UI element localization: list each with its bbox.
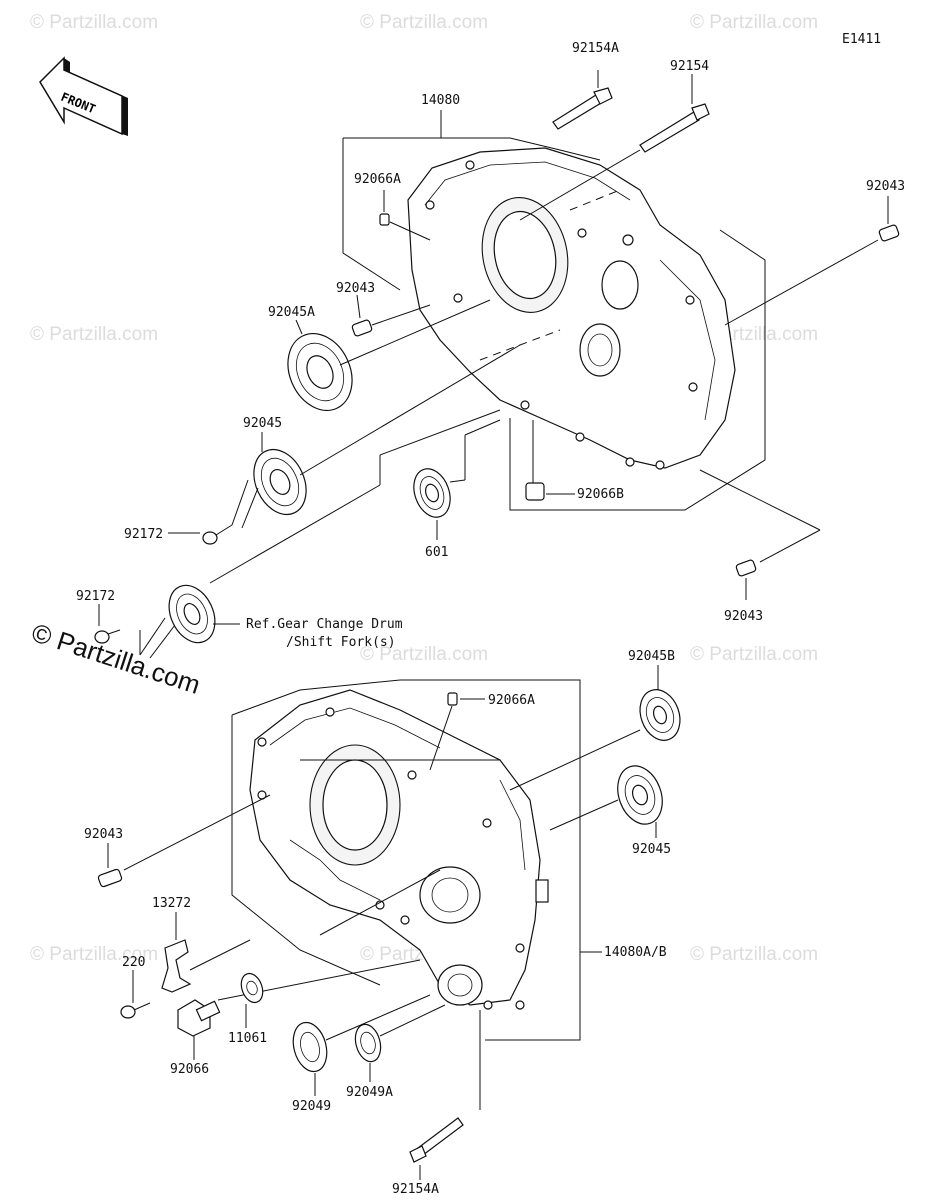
bearing-92045B bbox=[509, 665, 681, 791]
label-14080: 14080 bbox=[421, 93, 460, 108]
label-92154A-top: 92154A bbox=[572, 41, 619, 56]
bearing-92045A bbox=[287, 299, 491, 412]
label-92049: 92049 bbox=[292, 1099, 331, 1114]
bearing-92045-top bbox=[231, 344, 521, 529]
label-92049A: 92049A bbox=[346, 1085, 393, 1100]
lower-crankcase bbox=[249, 689, 549, 1010]
label-601: 601 bbox=[425, 545, 448, 560]
watermark: © Partzilla.com bbox=[690, 944, 818, 965]
dowel-92066A-bottom bbox=[429, 692, 485, 771]
dowel-92043-mid bbox=[351, 294, 431, 337]
label-92066: 92066 bbox=[170, 1062, 209, 1077]
dowel-92043-lower-right bbox=[699, 469, 821, 600]
label-92154A-bottom: 92154A bbox=[392, 1182, 439, 1197]
screw-220 bbox=[120, 970, 151, 1019]
bracket-13272 bbox=[161, 912, 251, 993]
diagram-code: E1411 bbox=[842, 32, 881, 47]
dowel-92066A-top bbox=[379, 190, 431, 241]
dowel-92043-right bbox=[724, 196, 900, 326]
washer-11061 bbox=[240, 972, 264, 1028]
note-line1: Ref.Gear Change Drum bbox=[246, 617, 403, 632]
watermark: © Partzilla.com bbox=[30, 324, 158, 345]
label-92172-left: 92172 bbox=[76, 589, 115, 604]
bolt-92154A-bottom bbox=[409, 1010, 481, 1180]
label-92066A-bottom: 92066A bbox=[488, 693, 535, 708]
label-92066B: 92066B bbox=[577, 487, 624, 502]
upper-crankcase bbox=[407, 147, 736, 470]
label-92043-lower-right: 92043 bbox=[724, 609, 763, 624]
watermark: © Partzilla.com bbox=[30, 944, 158, 965]
watermark: © Partzilla.com bbox=[30, 12, 158, 33]
seal-92049 bbox=[292, 994, 431, 1096]
plug-92066B bbox=[525, 420, 575, 501]
label-92043-left: 92043 bbox=[84, 827, 123, 842]
label-220: 220 bbox=[122, 955, 145, 970]
dowel-92043-left bbox=[97, 794, 271, 888]
bolt-92154-top bbox=[519, 74, 710, 221]
label-13272: 13272 bbox=[152, 896, 191, 911]
label-92045B: 92045B bbox=[628, 649, 675, 664]
bolt-92154A-top bbox=[552, 70, 613, 130]
part-labels: 14080 92154A 92154 92066A 92043 92043 92… bbox=[76, 41, 905, 1197]
screw-92172-top bbox=[168, 524, 233, 545]
label-14080AB: 14080A/B bbox=[604, 945, 667, 960]
seal-92049A bbox=[354, 1004, 446, 1082]
label-92066A-top: 92066A bbox=[354, 172, 401, 187]
note-line2: /Shift Fork(s) bbox=[286, 635, 396, 650]
label-92043-mid: 92043 bbox=[336, 281, 375, 296]
watermark: © Partzilla.com bbox=[690, 644, 818, 665]
label-92045-bottom: 92045 bbox=[632, 842, 671, 857]
label-92045A: 92045A bbox=[268, 305, 315, 320]
watermark: © Partzilla.com bbox=[360, 12, 488, 33]
front-arrow-icon: FRONT bbox=[39, 56, 128, 136]
screw-92172-left bbox=[94, 604, 176, 659]
watermark: © Partzilla.com bbox=[690, 12, 818, 33]
bearing-601 bbox=[413, 419, 501, 540]
label-92154-top: 92154 bbox=[670, 59, 709, 74]
watermark: © Partzilla.com bbox=[360, 644, 488, 665]
label-92043-right: 92043 bbox=[866, 179, 905, 194]
label-92045-top: 92045 bbox=[243, 416, 282, 431]
label-92172-top: 92172 bbox=[124, 527, 163, 542]
label-11061: 11061 bbox=[228, 1031, 267, 1046]
bearing-gear-change bbox=[168, 409, 501, 644]
bearing-92045-bottom bbox=[549, 765, 663, 838]
